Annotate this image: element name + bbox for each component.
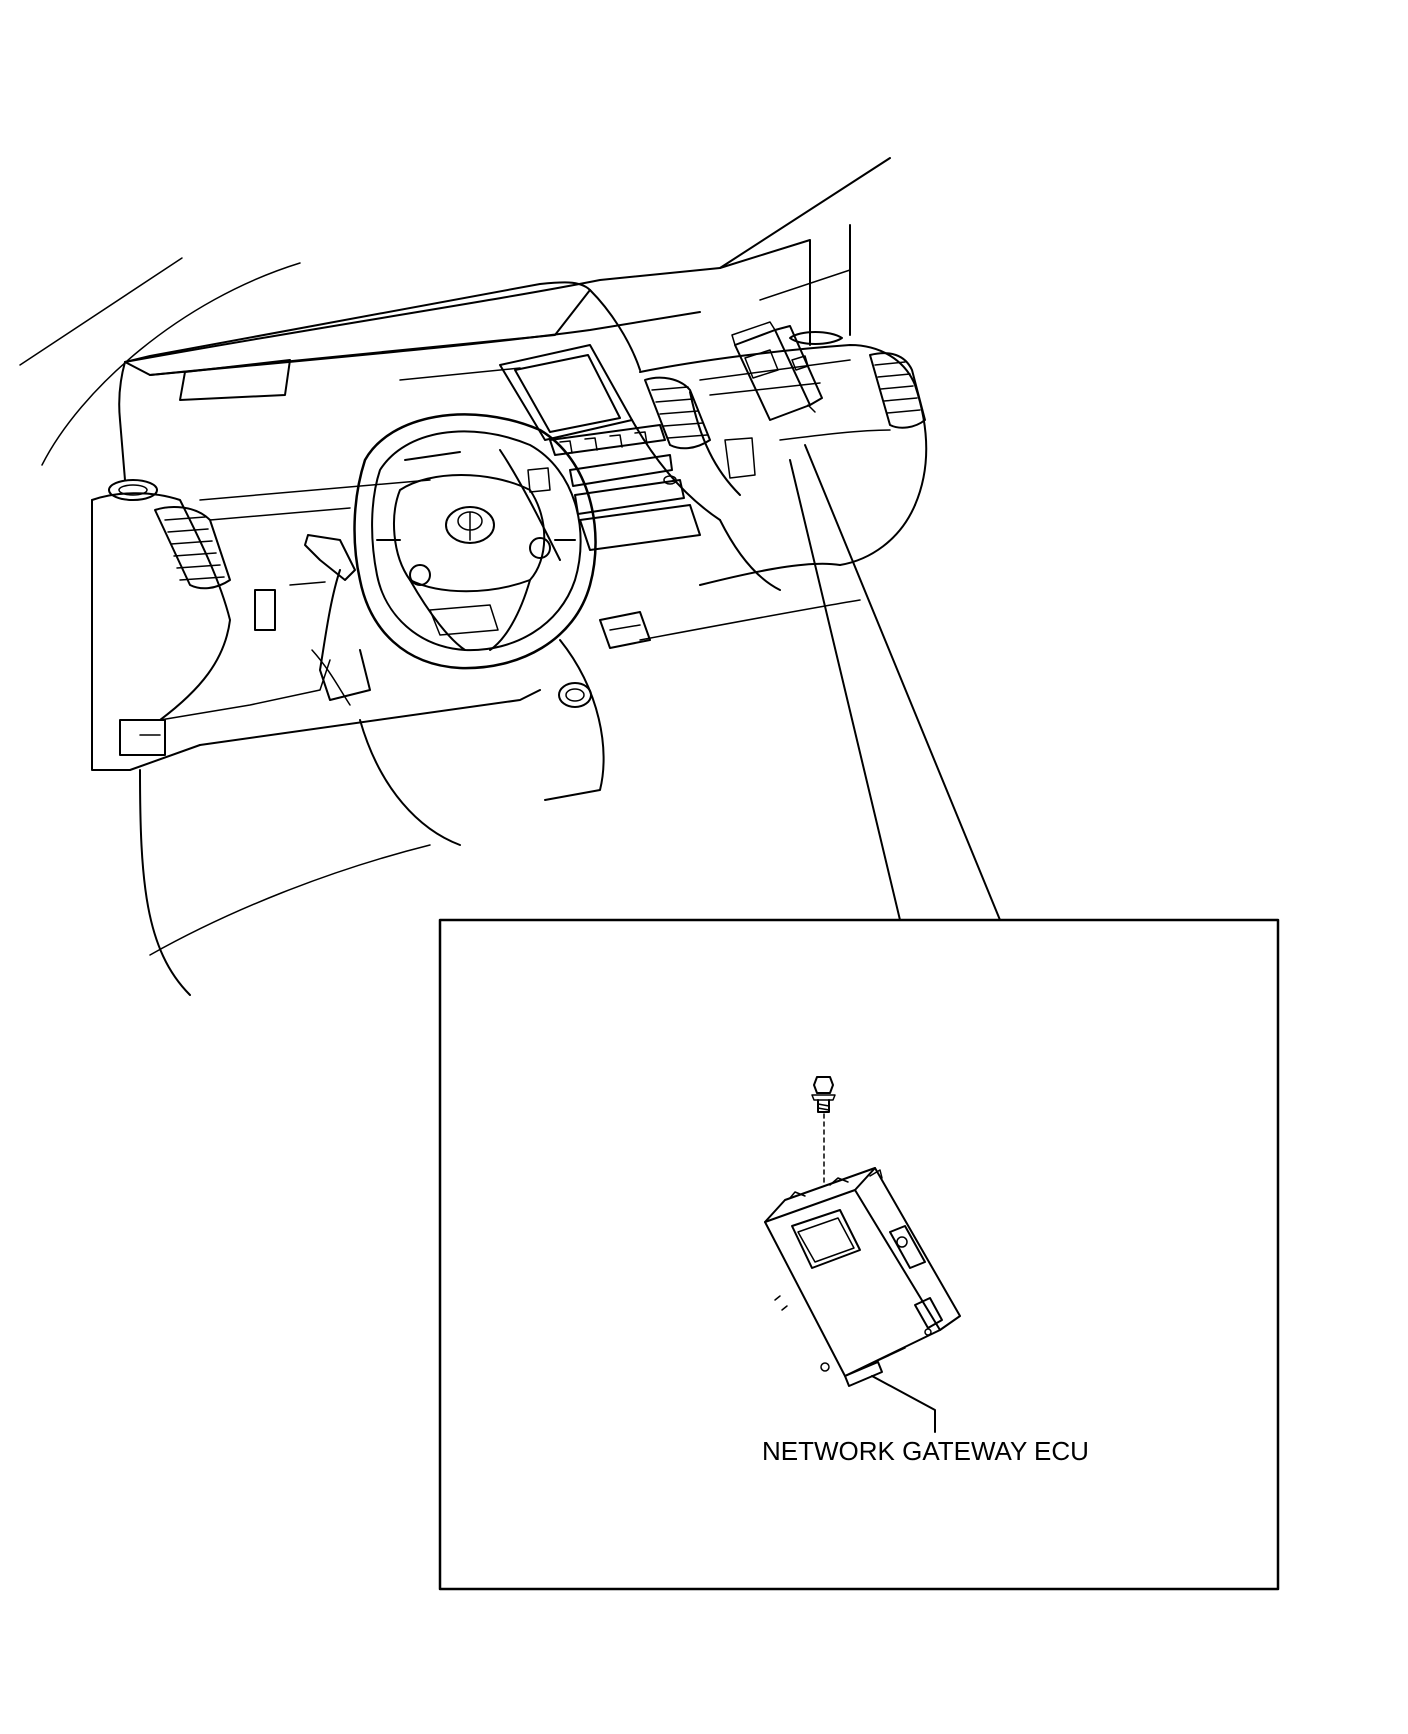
part-label-leader xyxy=(871,1375,936,1433)
windshield-frame xyxy=(19,157,891,466)
steering-wheel xyxy=(353,413,597,670)
center-stack xyxy=(499,344,781,591)
wiper-stalk xyxy=(304,534,371,706)
ecu-installed-in-dash xyxy=(731,321,823,421)
dashboard-top xyxy=(118,281,928,506)
dash-right-body xyxy=(699,352,926,586)
toyota-logo-icon xyxy=(445,506,495,544)
dashboard-overview xyxy=(19,157,1001,996)
dash-left-body xyxy=(91,479,541,996)
lower-console xyxy=(359,599,861,846)
left-air-vent xyxy=(108,479,231,590)
bolt-icon xyxy=(811,1076,836,1186)
part-label: NETWORK GATEWAY ECU xyxy=(762,1436,1089,1466)
detail-callout-box: NETWORK GATEWAY ECU xyxy=(438,918,1280,1591)
detail-leader-lines xyxy=(789,444,1001,921)
network-gateway-ecu xyxy=(764,1167,961,1387)
